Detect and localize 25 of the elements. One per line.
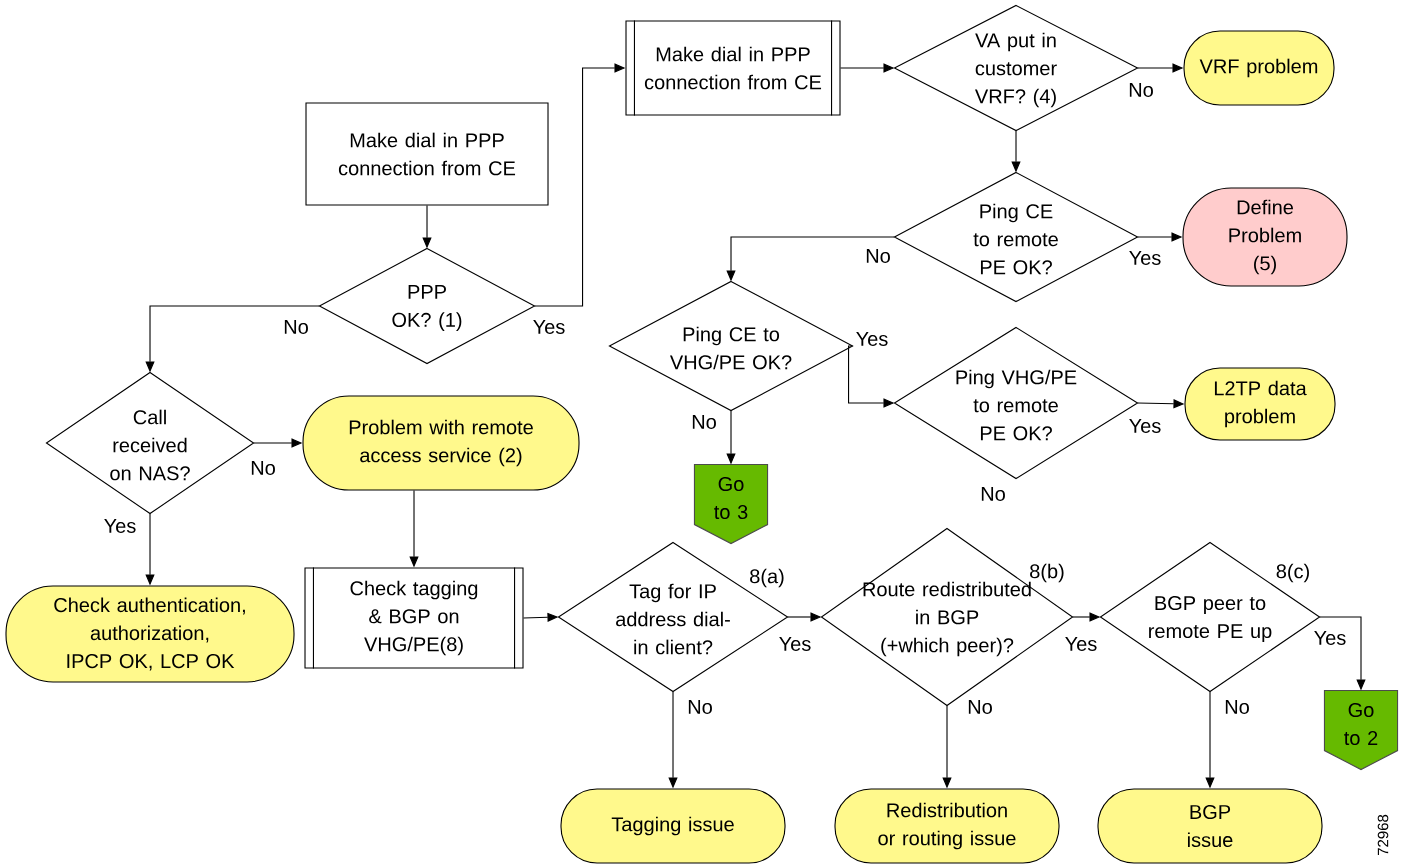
terminal-box: BGP issue xyxy=(1097,788,1323,864)
offpage-connector: Go to 3 xyxy=(693,463,769,545)
terminal-box: Tagging issue xyxy=(560,788,786,864)
edge-label: No xyxy=(864,248,892,264)
edge-label: Yes xyxy=(102,518,138,534)
subprocess-box: Check tagging & BGP on VHG/PE(8) xyxy=(304,566,524,670)
process-box: Make dial in PPP connection from CE xyxy=(305,102,549,206)
branch-label: No xyxy=(981,487,1005,501)
subprocess-box: Make dial in PPP connection from CE xyxy=(625,19,841,117)
terminal-box: L2TP data problem xyxy=(1184,367,1336,441)
figure-number: 72968 xyxy=(1377,814,1389,856)
edge-label: No xyxy=(1223,699,1251,715)
offpage-connector: Go to 2 xyxy=(1323,689,1399,771)
terminal-box: Check authentication, authorization, IPCP OK, LCP OK xyxy=(5,585,295,683)
step-number: 8(a) xyxy=(750,568,784,588)
terminal-box: VRF problem xyxy=(1183,30,1335,106)
step-number: 8(b) xyxy=(1030,563,1064,583)
edge-label: No xyxy=(690,414,718,430)
step-number: 8(c) xyxy=(1276,563,1309,583)
edge-label: No xyxy=(282,319,310,335)
terminal-box: Define Problem (5) xyxy=(1182,187,1348,287)
terminal-box: Redistribution or routing issue xyxy=(834,788,1060,864)
edge-label: Yes xyxy=(854,331,890,347)
terminal-box: Problem with remote access service (2) xyxy=(302,395,580,491)
edge-label: No xyxy=(686,699,714,715)
